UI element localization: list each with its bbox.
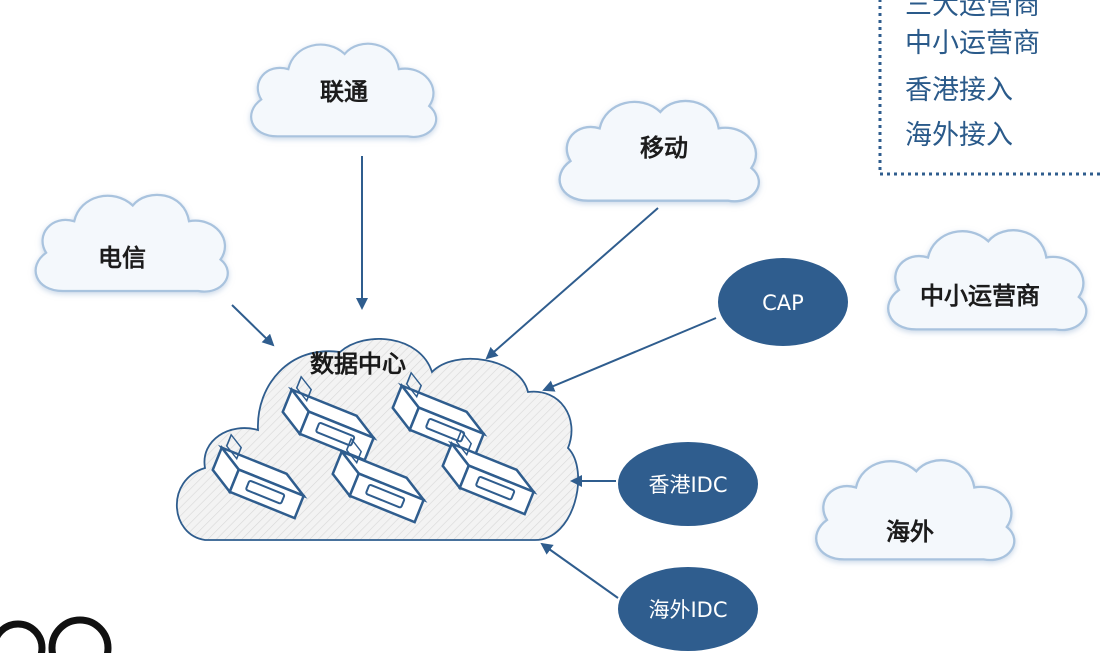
node-hk-idc: 香港IDC xyxy=(618,442,758,526)
arrow-cap xyxy=(542,317,717,392)
cloud-telecom: 电信 xyxy=(34,193,229,293)
legend-item: 三大运营商 xyxy=(905,0,1040,21)
node-cap: CAP xyxy=(718,258,848,346)
cloud-unicom: 联通 xyxy=(250,42,438,139)
cloud-label: 联通 xyxy=(320,78,368,106)
node-label: 香港IDC xyxy=(648,473,727,497)
server-icon xyxy=(441,429,538,516)
server-icon xyxy=(211,433,308,520)
cloud-mobile: 移动 xyxy=(558,99,761,203)
cloud-overseas: 海外 xyxy=(814,458,1016,562)
arrow-overseas-idc xyxy=(540,542,619,599)
server-icon xyxy=(281,375,378,462)
cloud-label: 海外 xyxy=(886,518,934,546)
legend-item: 海外接入 xyxy=(905,120,1013,151)
server-icon xyxy=(331,437,428,524)
cloud-small-operators: 中小运营商 xyxy=(886,228,1088,332)
legend-item: 中小运营商 xyxy=(905,28,1040,59)
legend-box: 三大运营商 中小运营商 香港接入 海外接入 xyxy=(878,0,1103,176)
arrow-mobile xyxy=(485,207,659,360)
cloud-label: 移动 xyxy=(640,134,688,162)
legend-item: 香港接入 xyxy=(905,75,1013,106)
node-label: CAP xyxy=(762,291,804,315)
logo-fragment xyxy=(0,597,128,657)
arrow-telecom xyxy=(231,304,275,347)
cloud-label: 中小运营商 xyxy=(920,282,1040,310)
node-overseas-idc: 海外IDC xyxy=(618,567,758,651)
datacenter-label: 数据中心 xyxy=(310,350,406,378)
node-label: 海外IDC xyxy=(648,598,727,622)
server-group xyxy=(211,371,538,524)
datacenter-cloud: 数据中心 xyxy=(175,338,580,541)
cloud-label: 电信 xyxy=(98,244,146,272)
